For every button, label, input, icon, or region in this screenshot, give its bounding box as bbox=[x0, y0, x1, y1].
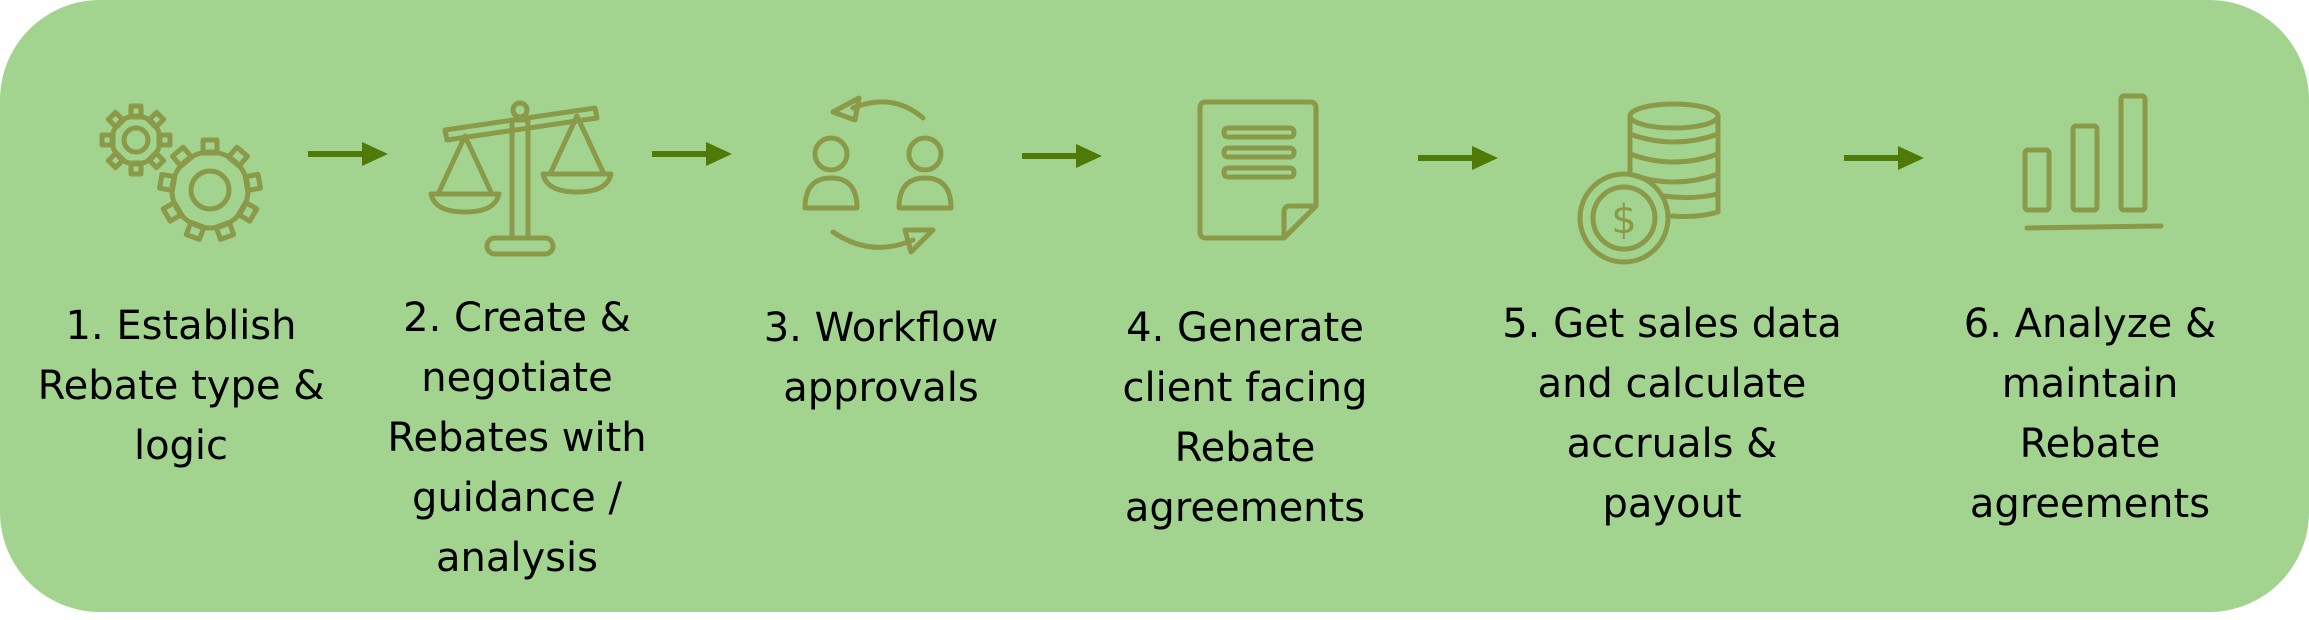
document-icon bbox=[1168, 90, 1348, 270]
gears-icon bbox=[88, 90, 268, 270]
svg-text:$: $ bbox=[1611, 197, 1636, 243]
arrow-right-icon bbox=[652, 139, 732, 169]
step-label-5: 5. Get sales data and calculate accruals… bbox=[1502, 301, 1842, 527]
coins-dollar-icon: $ bbox=[1572, 98, 1752, 278]
arrow-right-icon bbox=[1418, 143, 1498, 173]
people-cycle-icon bbox=[793, 90, 973, 270]
balance-scale-icon bbox=[425, 90, 614, 270]
step-label-3: 3. Workflow approvals bbox=[763, 305, 999, 411]
step-label-6: 6. Analyze & maintain Rebate agreements bbox=[1963, 301, 2217, 527]
arrow-right-icon bbox=[1844, 143, 1924, 173]
step-label-4: 4. Generate client facing Rebate agreeme… bbox=[1122, 305, 1368, 531]
step-label-1: 1. Establish Rebate type & logic bbox=[37, 303, 325, 469]
arrow-right-icon bbox=[1022, 141, 1102, 171]
step-label-2: 2. Create & negotiate Rebates with guida… bbox=[387, 295, 647, 581]
bar-chart-icon bbox=[2005, 86, 2185, 266]
arrow-right-icon bbox=[308, 139, 388, 169]
